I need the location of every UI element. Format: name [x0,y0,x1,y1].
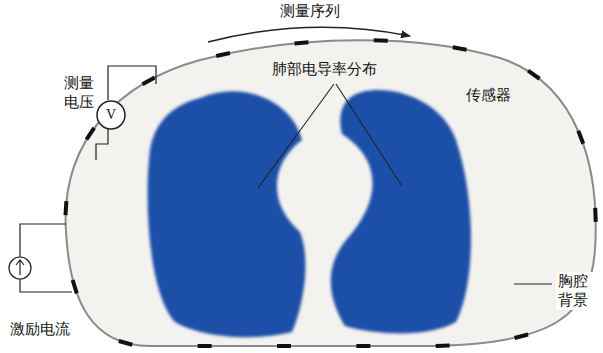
electrode [73,280,77,293]
electrode [578,131,583,144]
electrode [86,128,94,140]
meter-symbol-text: V [96,100,126,130]
left-lung [148,91,306,337]
electrode [593,208,598,222]
voltage-wires [96,66,156,160]
electrode [436,343,450,347]
thorax-outline [66,40,596,346]
annotation-label: 测量 电压 [62,74,100,112]
annotation-label: 胸腔 背景 [556,272,594,310]
electrode [216,53,230,56]
annotation-label: 肺部电导率分布 [272,60,402,79]
voltmeter-circle: V [96,100,126,130]
leader-lines [258,84,552,284]
annotation-label: 测量序列 [280,2,370,21]
electrode [374,38,388,42]
electrode [453,47,467,49]
electrode [277,344,291,348]
electrode [198,344,212,348]
electrode [515,335,529,338]
electrode [356,344,370,348]
current-source [9,224,72,292]
sensor-electrodes [65,40,595,346]
annotation-label: 传感器 [466,86,526,105]
right-lung [331,90,471,333]
electrode [63,201,68,215]
electrode [142,77,154,84]
sequence-arrow [208,27,410,42]
annotation-label: 激励电流 [10,320,90,339]
electrode [295,42,309,43]
electrode [528,71,539,79]
electrode [119,341,132,345]
